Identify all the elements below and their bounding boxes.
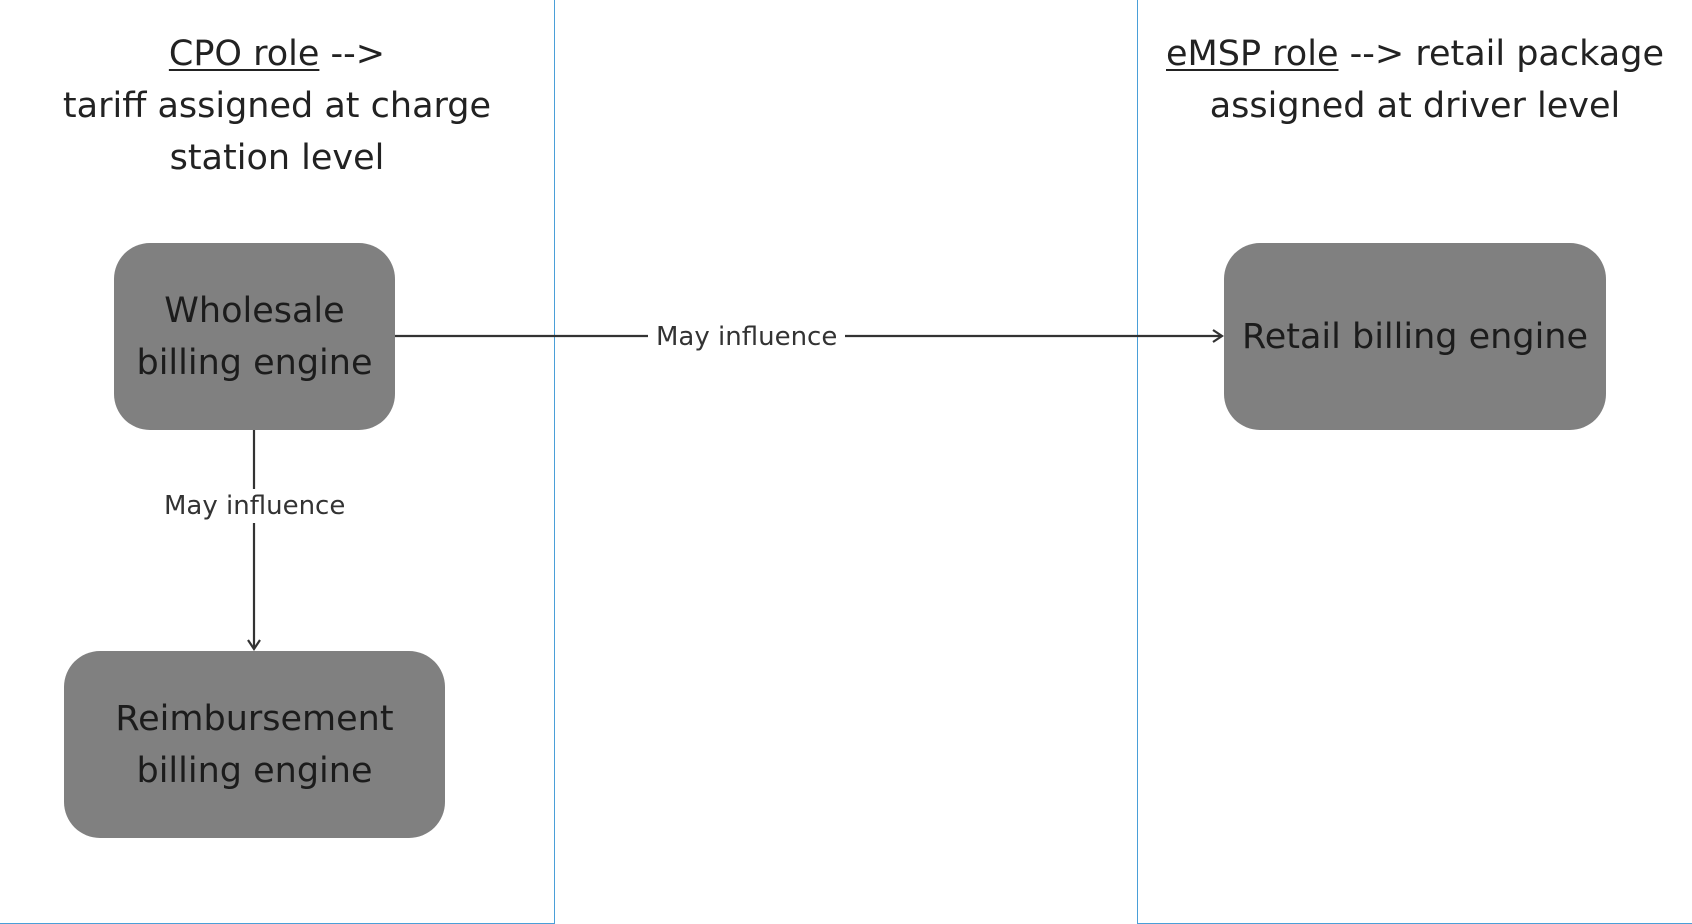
cpo-lane-title: CPO role --> tariff assigned at charge s… [0,28,554,184]
reimbursement-line2: billing engine [136,750,373,791]
wholesale-line1: Wholesale [164,290,345,331]
retail-label: Retail billing engine [1241,316,1589,357]
reimbursement-billing-engine-node[interactable]: Reimbursement billing engine [64,651,445,838]
cpo-role-label: CPO role [168,34,320,74]
wholesale-line2: billing engine [136,342,373,383]
cpo-title-line2: tariff assigned at charge [62,86,492,126]
reimbursement-line1: Reimbursement [115,698,394,739]
cpo-lane: CPO role --> tariff assigned at charge s… [0,0,555,924]
cpo-arrow-text: --> [319,34,386,74]
emsp-lane-title: eMSP role --> retail package assigned at… [1138,28,1692,132]
emsp-title-rest: --> retail package [1338,34,1664,74]
retail-billing-engine-node[interactable]: Retail billing engine [1224,243,1606,430]
edge-label-wholesale-retail: May influence [648,320,846,354]
edge-label-wholesale-reimbursement: May influence [156,489,354,523]
cpo-title-line3: station level [169,138,385,178]
wholesale-billing-engine-node[interactable]: Wholesale billing engine [114,243,395,430]
emsp-title-line2: assigned at driver level [1209,86,1621,126]
emsp-role-label: eMSP role [1166,34,1339,74]
